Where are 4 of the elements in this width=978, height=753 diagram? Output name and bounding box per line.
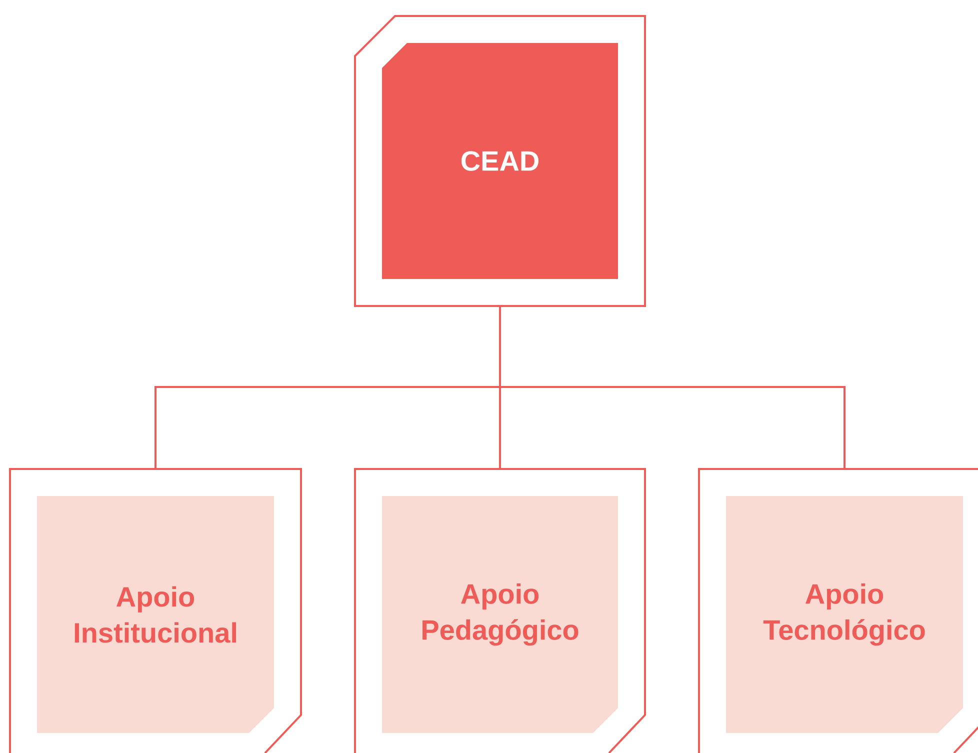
org-box: CEAD bbox=[354, 15, 646, 307]
org-box: Apoio Pedagógico bbox=[354, 468, 646, 753]
org-box: Apoio Institucional bbox=[9, 468, 302, 753]
org-box: Apoio Tecnológico bbox=[698, 468, 978, 753]
